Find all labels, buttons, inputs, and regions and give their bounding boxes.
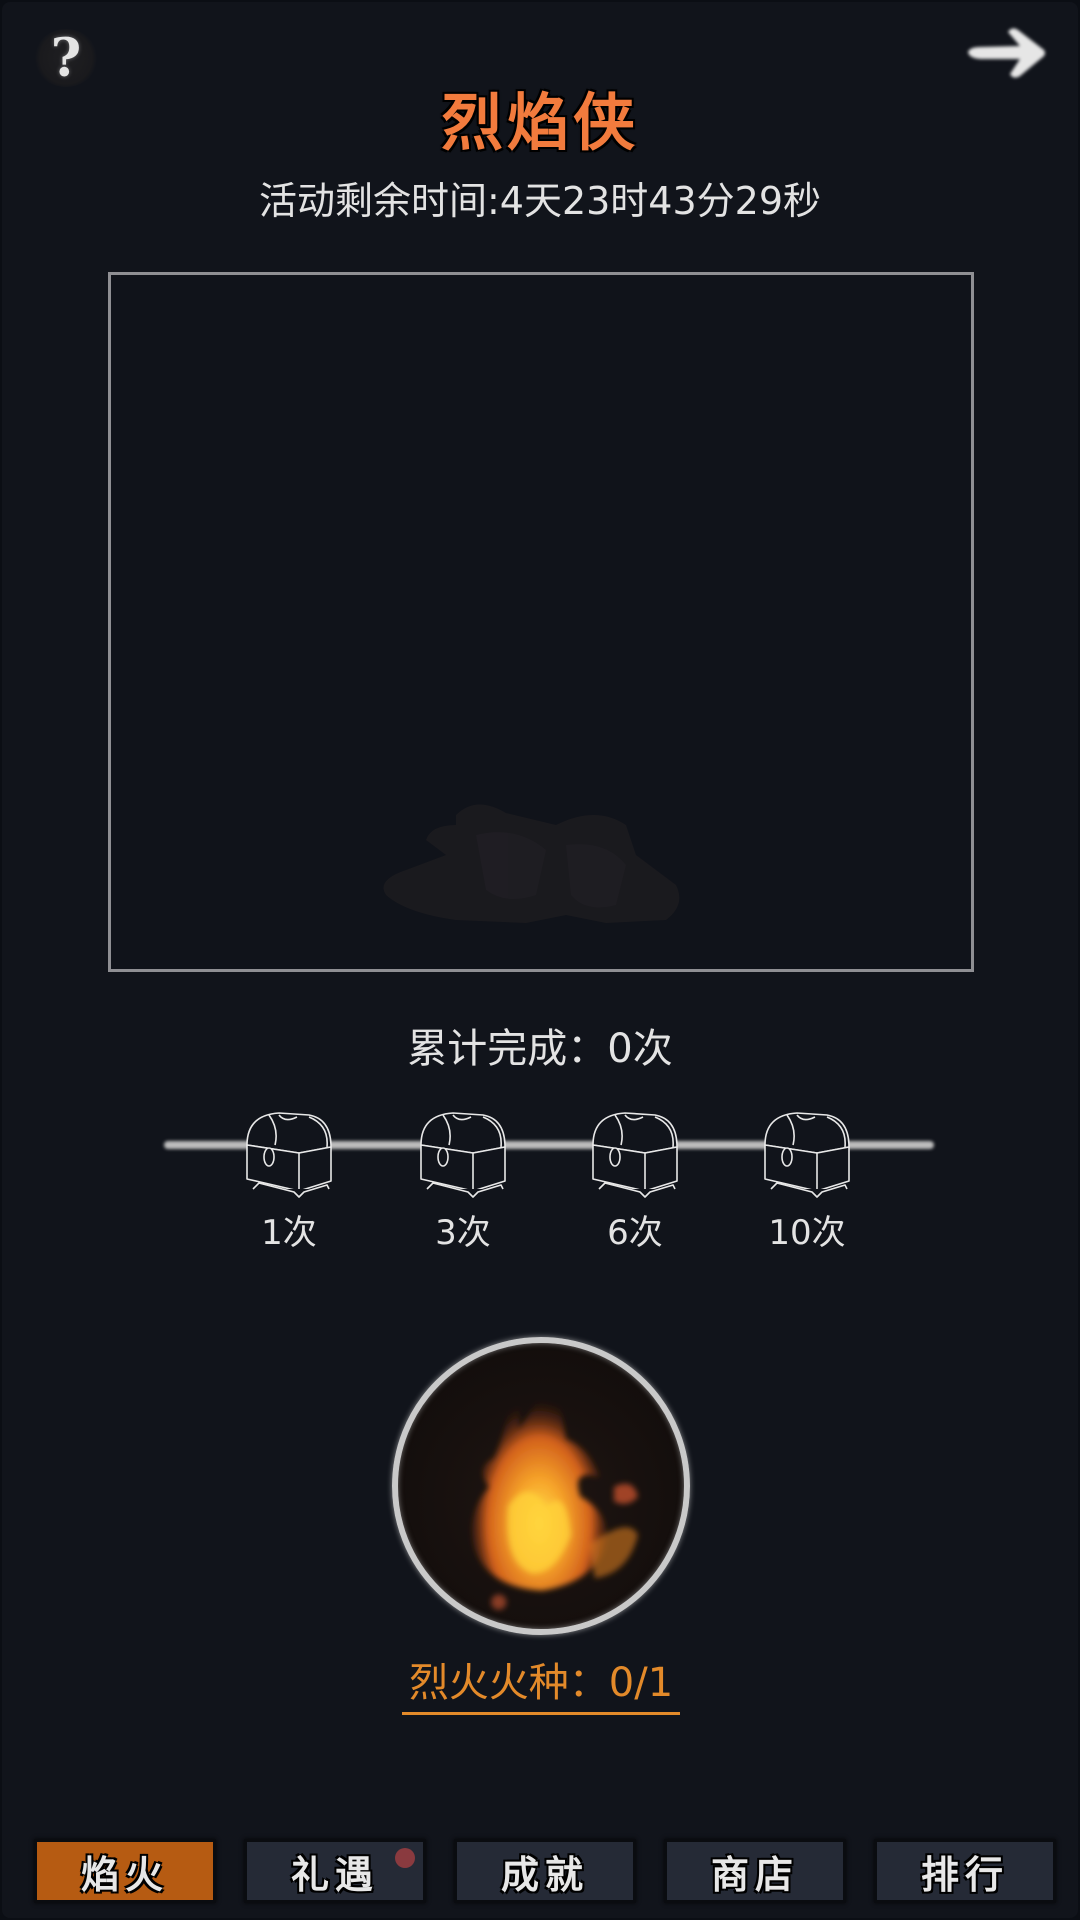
arrow-right-icon: [968, 28, 1045, 78]
tab-achievements[interactable]: 成就: [454, 1839, 636, 1903]
milestone-label: 10次: [768, 1213, 846, 1253]
fire-seed-count[interactable]: 烈火火种：0/1: [402, 1650, 680, 1715]
tab-label: 商店: [710, 1851, 799, 1897]
treasure-chest-icon[interactable]: [239, 1107, 339, 1199]
milestone-2[interactable]: 3次: [408, 1107, 518, 1254]
milestone-4[interactable]: 10次: [752, 1107, 862, 1254]
countdown-timer: 活动剩余时间:4天23时43分29秒: [258, 179, 822, 223]
milestone-label: 3次: [435, 1213, 491, 1253]
progress-track: [164, 1141, 934, 1149]
bonfire-scene: [108, 272, 974, 972]
milestone-1[interactable]: 1次: [234, 1107, 344, 1254]
tab-fireworks[interactable]: 焰火: [34, 1839, 216, 1903]
next-button[interactable]: [960, 22, 1050, 82]
flame-icon: [472, 1366, 638, 1610]
help-button[interactable]: ?: [34, 27, 98, 89]
tab-label: 礼遇: [290, 1851, 379, 1897]
treasure-chest-icon[interactable]: [585, 1107, 685, 1199]
question-mark-icon: ?: [50, 27, 82, 89]
tab-ranking[interactable]: 排行: [874, 1839, 1056, 1903]
bottom-tab-bar: 焰火 礼遇 成就 商店 排行: [2, 1832, 1080, 1912]
milestone-label: 1次: [261, 1213, 317, 1253]
total-completed-label: 累计完成：0次: [407, 1026, 673, 1072]
milestone-3[interactable]: 6次: [580, 1107, 690, 1254]
treasure-chest-icon[interactable]: [413, 1107, 513, 1199]
tab-shop[interactable]: 商店: [664, 1839, 846, 1903]
woodpile-icon: [383, 804, 680, 923]
fire-orb-button[interactable]: [392, 1337, 690, 1635]
event-title: 烈焰侠: [440, 86, 639, 159]
tab-label: 焰火: [80, 1851, 169, 1897]
tab-gifts[interactable]: 礼遇: [244, 1839, 426, 1903]
treasure-chest-icon[interactable]: [757, 1107, 857, 1199]
tab-label: 成就: [500, 1851, 589, 1897]
notification-dot-icon: [395, 1848, 415, 1868]
milestone-label: 6次: [607, 1213, 663, 1253]
tab-label: 排行: [920, 1851, 1009, 1897]
